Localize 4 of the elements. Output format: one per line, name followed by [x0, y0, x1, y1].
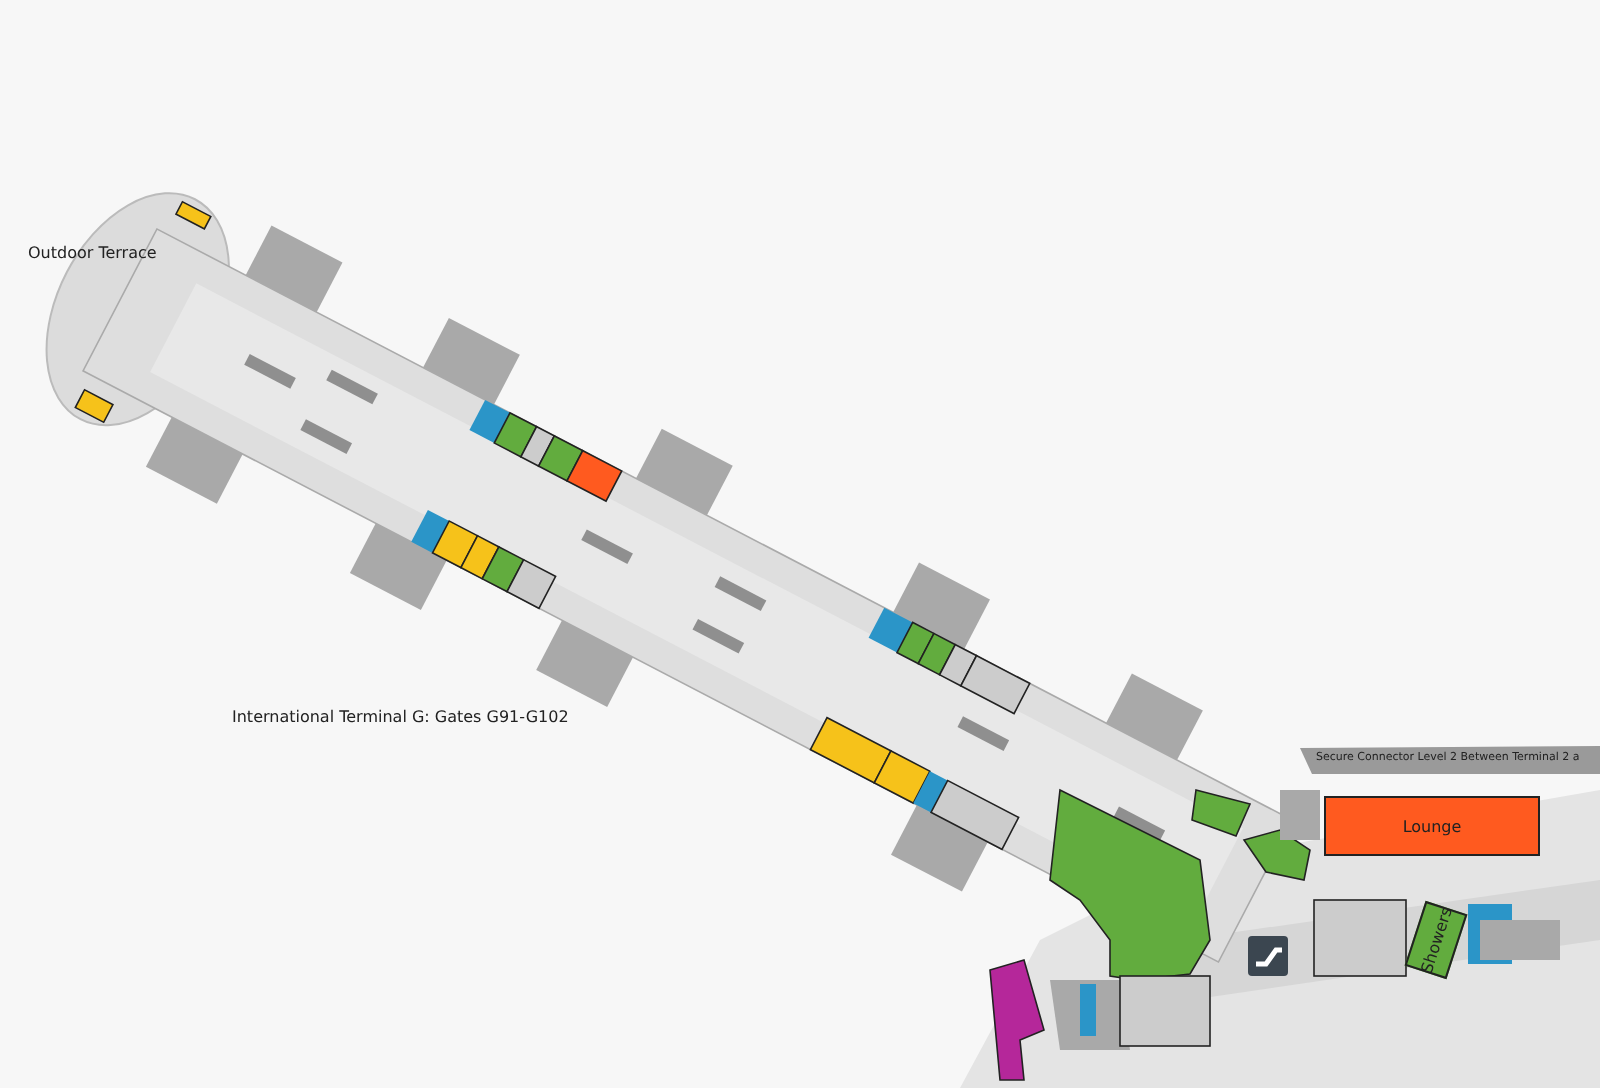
- place-name: Outdoor Terrace: [28, 244, 157, 262]
- area-name: Lounge: [1402, 817, 1462, 835]
- lounge-area: [1324, 796, 1540, 856]
- terminal-title: International Terminal G: Gates G91-G102: [232, 708, 569, 726]
